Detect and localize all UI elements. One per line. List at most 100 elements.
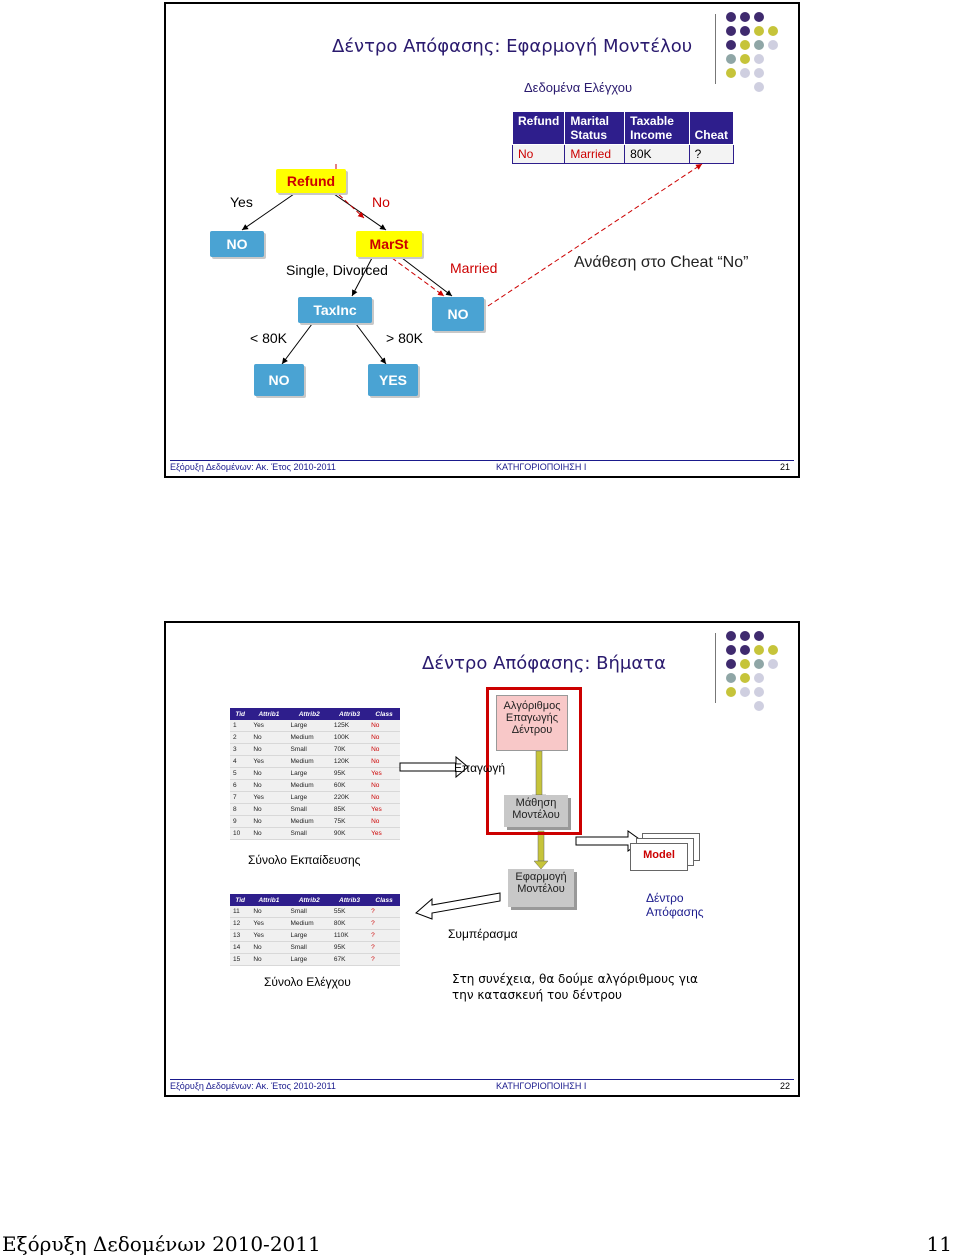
cell: 7 <box>230 791 251 804</box>
cell: ? <box>368 906 400 918</box>
decision-tree-label: Δέντρο Απόφασης <box>646 891 704 919</box>
table-cell: 80K <box>624 144 690 164</box>
cell: No <box>368 815 400 828</box>
cell: No <box>250 953 288 966</box>
learn-model-box: Μάθηση Μοντέλου <box>504 795 568 827</box>
cell: No <box>368 731 400 744</box>
cell: Small <box>287 743 331 756</box>
cell: 110K <box>330 929 369 942</box>
cell: 85K <box>330 803 369 816</box>
column-header: Taxable Income <box>624 111 690 145</box>
cell: 11 <box>230 906 251 918</box>
apply-model-box: Εφαρμογή Μοντέλου <box>508 869 574 907</box>
divider-line <box>715 633 716 703</box>
page-footer-title: Εξόρυξη Δεδομένων 2010-2011 <box>2 1232 321 1256</box>
cell: Yes <box>368 803 400 816</box>
cell: 3 <box>230 743 251 756</box>
edge-label-gt80k: > 80K <box>386 330 423 346</box>
cell: Medium <box>287 815 331 828</box>
cell: ? <box>368 929 400 942</box>
page-number: 11 <box>926 1232 952 1256</box>
footer-course: Εξόρυξη Δεδομένων: Ακ. Έτος 2010-2011 <box>170 462 336 472</box>
cell: Yes <box>250 791 288 804</box>
cell: 1 <box>230 720 251 732</box>
table-cell: No <box>511 144 566 164</box>
slide-22: Δέντρο Απόφασης: Βήματα Tid Attrib1 Attr… <box>164 621 800 1097</box>
cell: 14 <box>230 941 251 954</box>
cell: 220K <box>330 791 369 804</box>
cell: 75K <box>330 815 369 828</box>
footer-topic: ΚΑΤΗΓΟΡΙΟΠΟΙΗΣΗ Ι <box>496 462 587 472</box>
cell: Small <box>287 941 331 954</box>
column-header: Cheat <box>688 111 735 145</box>
slide-21: Δέντρο Απόφασης: Εφαρμογή Μοντέλου Δεδομ… <box>164 2 800 478</box>
divider-line <box>715 14 716 84</box>
cell: No <box>250 906 288 918</box>
cell: Small <box>287 803 331 816</box>
table-cell: ? <box>688 144 735 164</box>
test-record-table: Refund Marital Status Taxable Income Che… <box>511 111 735 164</box>
cell: No <box>250 767 288 780</box>
cell: 95K <box>330 941 369 954</box>
cell: 125K <box>330 720 369 732</box>
refund-node: Refund <box>276 169 346 193</box>
cell: 70K <box>330 743 369 756</box>
cell: Yes <box>368 827 400 840</box>
cell: No <box>368 743 400 756</box>
slide-footer: Εξόρυξη Δεδομένων: Ακ. Έτος 2010-2011 ΚΑ… <box>170 1079 794 1093</box>
cell: 95K <box>330 767 369 780</box>
cell: No <box>250 779 288 792</box>
marst-node: MarSt <box>356 231 422 257</box>
cell: Medium <box>287 917 331 930</box>
edge-label-lt80k: < 80K <box>250 330 287 346</box>
cell: 67K <box>330 953 369 966</box>
cell: ? <box>368 941 400 954</box>
slide-footer: Εξόρυξη Δεδομένων: Ακ. Έτος 2010-2011 ΚΑ… <box>170 460 794 474</box>
cell: 80K <box>330 917 369 930</box>
leaf-no-refund: NO <box>210 231 264 257</box>
cell: ? <box>368 917 400 930</box>
cell: Medium <box>287 731 331 744</box>
cell: 4 <box>230 755 251 768</box>
cell: 10 <box>230 827 251 840</box>
cell: Large <box>287 791 331 804</box>
column-header: Attrib3 <box>330 894 369 906</box>
footer-topic: ΚΑΤΗΓΟΡΙΟΠΟΙΗΣΗ Ι <box>496 1081 587 1091</box>
flow-arrows <box>399 750 643 920</box>
slide-title: Δέντρο Απόφασης: Εφαρμογή Μοντέλου <box>332 36 693 57</box>
cell: Large <box>287 929 331 942</box>
slide-title: Δέντρο Απόφασης: Βήματα <box>422 653 666 674</box>
test-data-label: Δεδομένα Ελέγχου <box>524 80 633 95</box>
cell: No <box>250 803 288 816</box>
cell: 120K <box>330 755 369 768</box>
column-header: Marital Status <box>564 111 626 145</box>
cell: Yes <box>250 755 288 768</box>
cell: Small <box>287 827 331 840</box>
column-header: Class <box>368 708 400 720</box>
cell: Yes <box>250 929 288 942</box>
cell: Large <box>287 720 331 732</box>
training-set-label: Σύνολο Εκπαίδευσης <box>248 853 361 867</box>
column-header: Class <box>368 894 400 906</box>
table-cell: Married <box>564 144 626 164</box>
cell: No <box>368 720 400 732</box>
column-header: Attrib2 <box>287 894 331 906</box>
column-header: Attrib3 <box>330 708 369 720</box>
cell: Small <box>287 906 331 918</box>
cell: No <box>250 941 288 954</box>
cell: No <box>368 755 400 768</box>
edge-label-yes: Yes <box>230 194 253 210</box>
cell: Yes <box>250 917 288 930</box>
